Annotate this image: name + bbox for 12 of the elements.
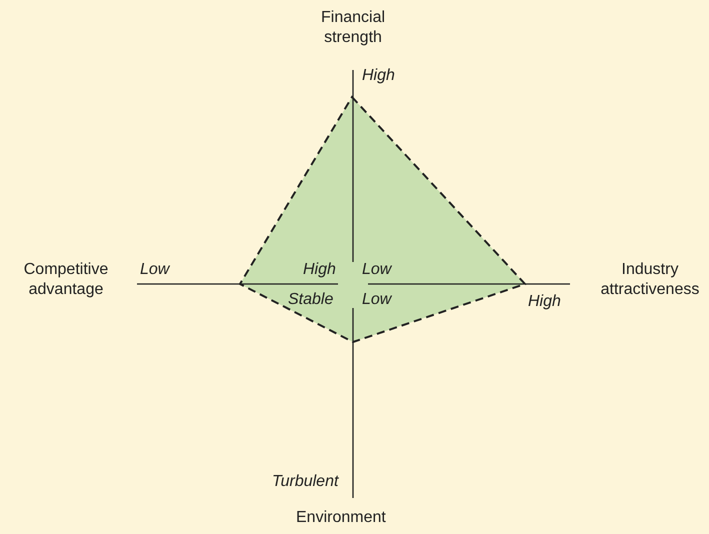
scale-label: Low xyxy=(362,290,392,310)
scale-label: Low xyxy=(140,260,170,280)
axis-title: Competitive advantage xyxy=(22,260,110,300)
scale-label: Low xyxy=(362,260,392,280)
scale-label: High xyxy=(528,292,561,312)
scale-label: High xyxy=(362,66,395,86)
scale-label: High xyxy=(303,260,336,280)
axis-title: Industry attractiveness xyxy=(600,260,700,300)
axis-title: Environment xyxy=(296,508,386,528)
scale-label: Stable xyxy=(288,290,334,310)
axis-title: Financial strength xyxy=(320,8,386,48)
scale-label: Turbulent xyxy=(272,472,338,492)
